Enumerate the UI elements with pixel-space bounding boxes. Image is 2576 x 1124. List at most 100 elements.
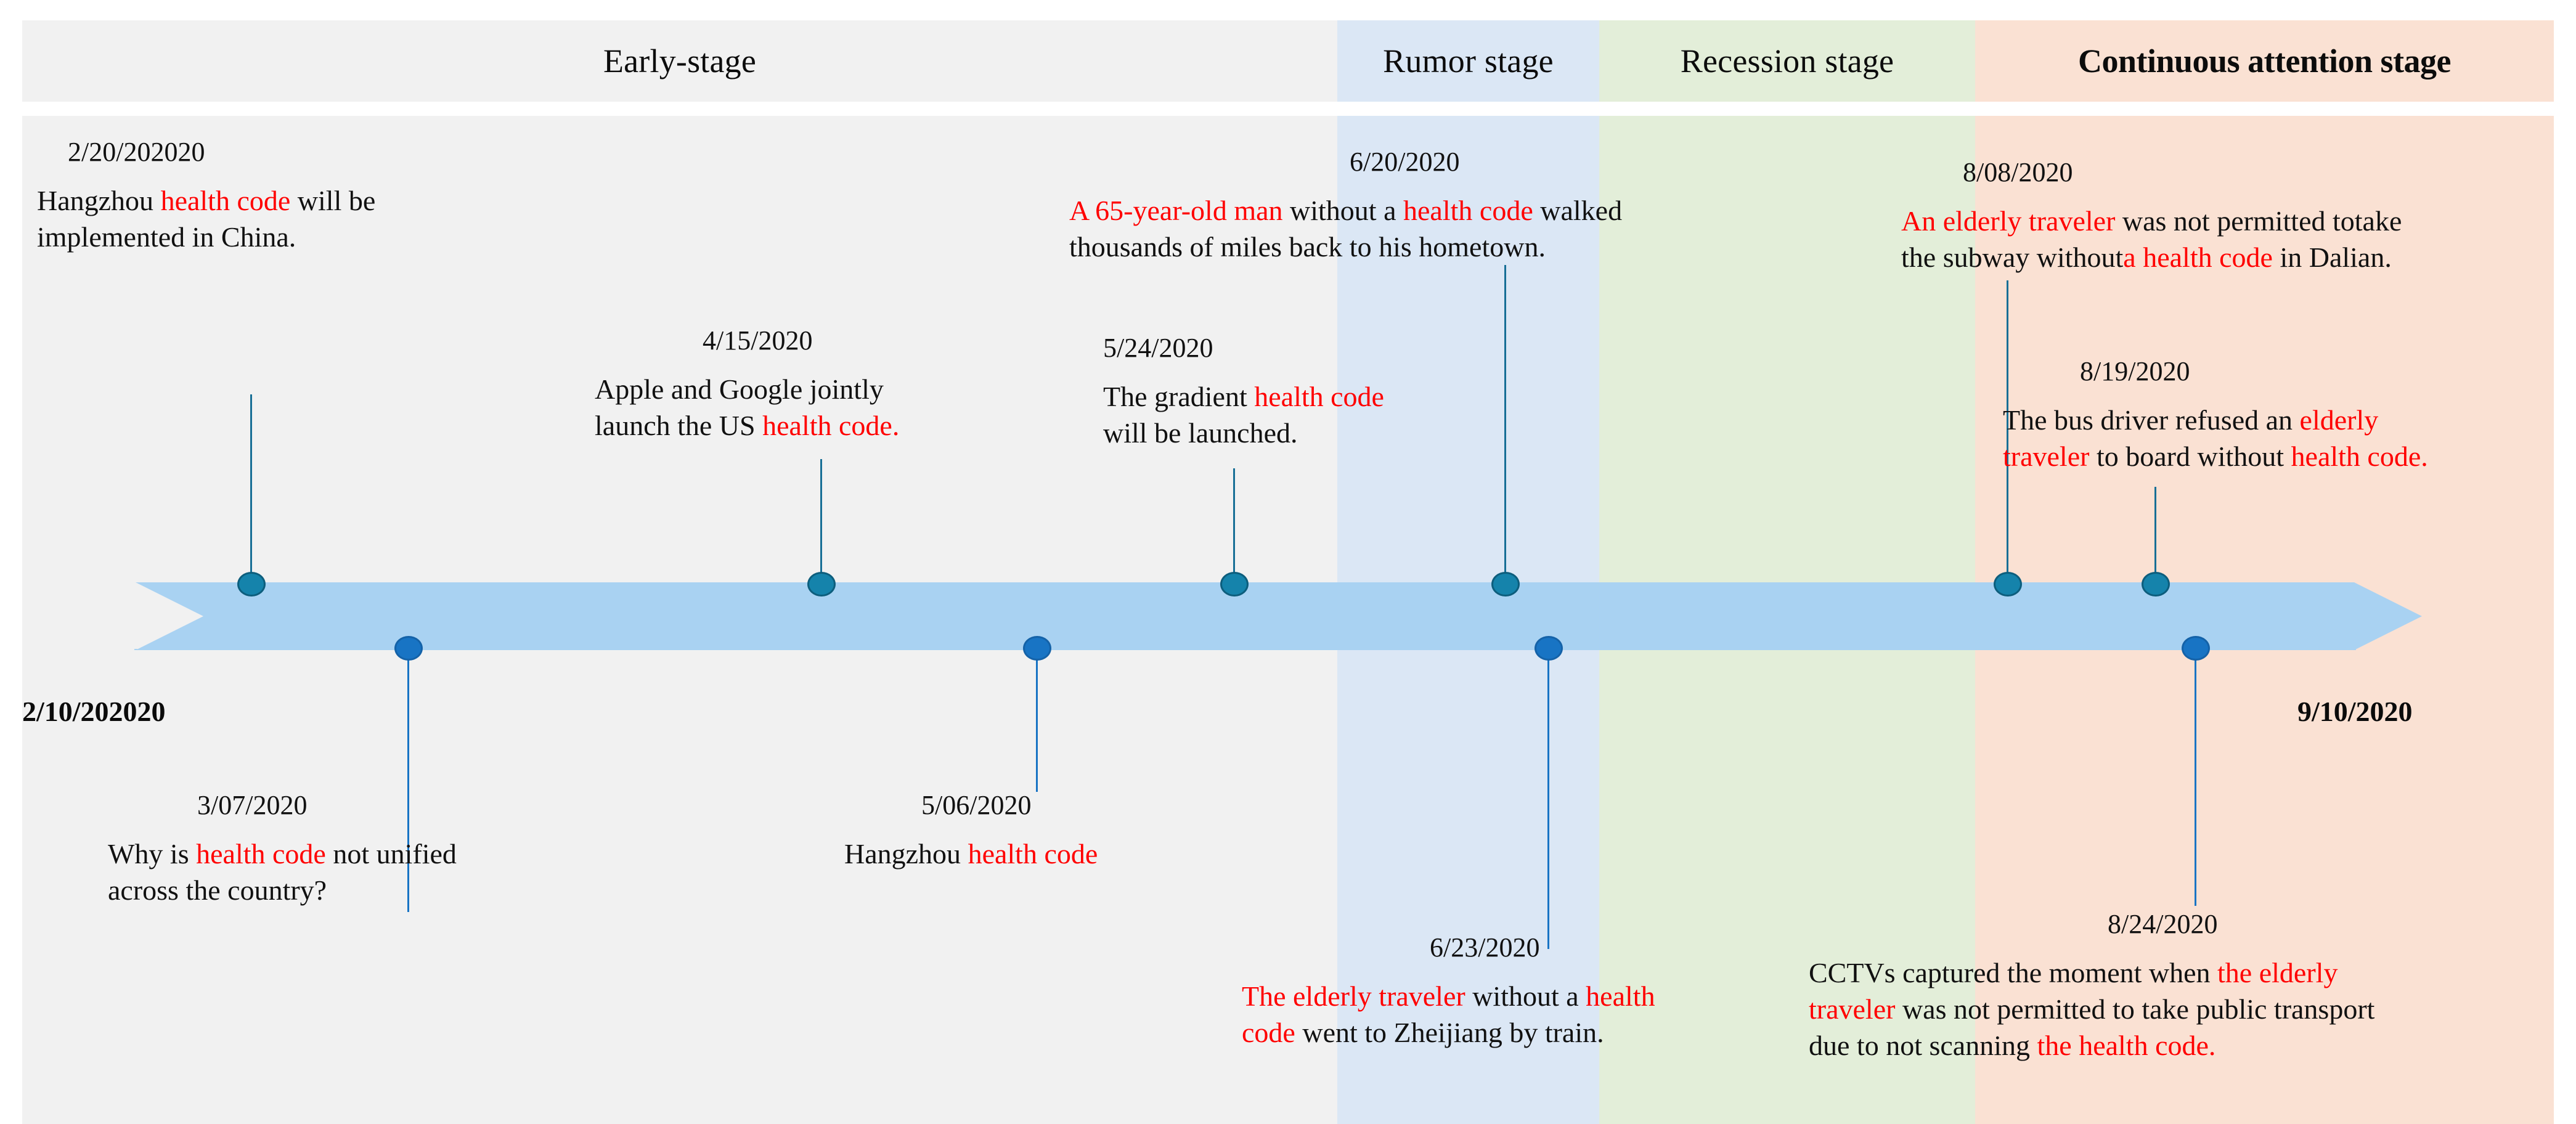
- event-marker-dot[interactable]: [1220, 572, 1249, 597]
- event-date: 6/20/2020: [1350, 147, 1460, 177]
- event-text-line: Apple and Google jointly: [595, 372, 1026, 408]
- event-text: An elderly traveler was not permitted to…: [1901, 203, 2567, 276]
- event-text-line: An elderly traveler was not permitted to…: [1901, 203, 2567, 240]
- event-text: Hangzhou health code: [844, 836, 1245, 873]
- event-marker-dot[interactable]: [394, 636, 423, 661]
- event-text: Apple and Google jointly launch the US he…: [595, 372, 1026, 444]
- axis-start-label: 2/10/202020: [22, 696, 166, 727]
- event-text-line: thousands of miles back to his hometown.: [1069, 229, 1815, 266]
- stage-header-2: Recession stage: [1599, 20, 1975, 102]
- stage-header-3: Continuous attention stage: [1975, 20, 2554, 102]
- plain-text: will be launched.: [1103, 417, 1298, 449]
- plain-text: Hangzhou: [37, 185, 161, 217]
- plain-text: in Dalian.: [2272, 242, 2392, 274]
- event-marker-dot[interactable]: [1535, 636, 1563, 661]
- event-stem: [820, 459, 822, 596]
- event-date: 8/24/2020: [2108, 909, 2218, 939]
- event-date: 5/06/2020: [921, 790, 1032, 820]
- plain-text: Apple and Google jointly: [595, 373, 884, 405]
- highlighted-term: health code: [968, 838, 1098, 870]
- stage-header-0: Early-stage: [22, 20, 1337, 102]
- stage-header-1: Rumor stage: [1337, 20, 1599, 102]
- stage-header-label: Early-stage: [603, 43, 757, 79]
- highlighted-term: elderly: [2299, 404, 2379, 436]
- highlighted-term: An elderly traveler: [1901, 205, 2116, 237]
- highlighted-term: traveler: [2003, 441, 2090, 473]
- plain-text: went to Zheijiang by train.: [1295, 1017, 1604, 1049]
- event-date: 3/07/2020: [197, 790, 308, 820]
- plain-text: across the country?: [108, 874, 327, 906]
- event-text-line: will be launched.: [1103, 415, 1473, 452]
- event-marker-dot[interactable]: [1023, 636, 1051, 661]
- event-marker-dot[interactable]: [1491, 572, 1520, 597]
- plain-text: implemented in China.: [37, 221, 296, 253]
- event-marker-dot[interactable]: [807, 572, 836, 597]
- event-label-e8: 8/08/2020 An elderly traveler was not per…: [1901, 157, 2567, 276]
- highlighted-term: health code.: [762, 410, 900, 442]
- event-text-line: traveler was not permitted to take publi…: [1809, 992, 2567, 1028]
- plain-text: will be: [290, 185, 376, 217]
- event-text-line: Why is health code not unified: [108, 836, 650, 873]
- event-text-line: The bus driver refused an elderly: [2003, 402, 2570, 439]
- event-label-e6: 6/20/2020 A 65-year-old man without a hea…: [1069, 147, 1815, 266]
- highlighted-term: a health code: [2123, 242, 2273, 274]
- plain-text: was not permitted to take public transpo…: [1895, 993, 2375, 1025]
- event-stem: [407, 637, 409, 912]
- event-date: 4/15/2020: [703, 325, 813, 356]
- event-date: 6/23/2020: [1430, 932, 1540, 963]
- event-marker-dot[interactable]: [2142, 572, 2170, 597]
- plain-text: due to not scanning: [1809, 1030, 2037, 1062]
- stage-header-label: Continuous attention stage: [2077, 43, 2452, 79]
- event-stem: [2195, 637, 2196, 906]
- event-date: 5/24/2020: [1103, 333, 1213, 363]
- stage-header-label: Recession stage: [1680, 43, 1894, 79]
- event-marker-dot[interactable]: [237, 572, 266, 597]
- plain-text: walked: [1533, 195, 1623, 227]
- event-marker-dot[interactable]: [2182, 636, 2210, 661]
- event-date: 8/08/2020: [1963, 157, 2073, 187]
- event-stem: [250, 394, 252, 596]
- plain-text: launch the US: [595, 410, 763, 442]
- plain-text: not unified: [325, 838, 457, 870]
- highlighted-term: health code: [196, 838, 326, 870]
- event-marker-dot[interactable]: [1994, 572, 2022, 597]
- plain-text: CCTVs captured the moment when: [1809, 957, 2218, 989]
- event-text-line: the subway withouta health code in Dalia…: [1901, 240, 2567, 276]
- highlighted-term: the health code.: [2037, 1030, 2216, 1062]
- highlighted-term: The elderly traveler: [1242, 980, 1465, 1012]
- event-text-line: The gradient health code: [1103, 379, 1473, 415]
- stage-header-band: Early-stage Rumor stage Recession stage Con…: [22, 20, 2554, 102]
- plain-text: The bus driver refused an: [2003, 404, 2300, 436]
- event-text-line: A 65-year-old man without a health code …: [1069, 193, 1815, 229]
- highlighted-term: health code.: [2291, 441, 2428, 473]
- event-text-line: The elderly traveler without a health: [1242, 979, 1796, 1015]
- event-stem: [1547, 637, 1549, 949]
- event-date: 2/20/202020: [68, 137, 205, 167]
- event-text-line: implemented in China.: [37, 219, 592, 256]
- highlighted-term: health code: [1403, 195, 1533, 227]
- stage-header-label: Rumor stage: [1383, 43, 1554, 79]
- plain-text: without a: [1282, 195, 1404, 227]
- highlighted-term: code: [1242, 1017, 1295, 1049]
- highlighted-term: the elderly: [2217, 957, 2338, 989]
- plain-text: Why is: [108, 838, 197, 870]
- event-text-line: Hangzhou health code will be: [37, 183, 592, 219]
- highlighted-term: A 65-year-old man: [1069, 195, 1283, 227]
- event-stem: [1504, 265, 1506, 596]
- event-text-line: CCTVs captured the moment when the elder…: [1809, 955, 2567, 992]
- event-text-line: due to not scanning the health code.: [1809, 1028, 2567, 1064]
- event-stem: [1036, 637, 1038, 792]
- event-stem: [1233, 468, 1235, 596]
- event-text: CCTVs captured the moment when the elder…: [1809, 955, 2567, 1064]
- event-text-line: Hangzhou health code: [844, 836, 1245, 873]
- plain-text: was not permitted totake: [2115, 205, 2402, 237]
